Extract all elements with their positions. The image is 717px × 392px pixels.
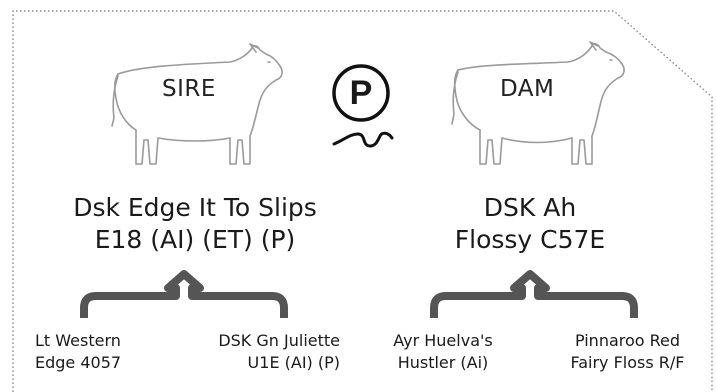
dam-parent-1-line1: Ayr Huelva's: [393, 331, 493, 350]
dam-cow-icon: [451, 41, 625, 165]
sire-parent-2-line1: DSK Gn Juliette: [218, 331, 340, 350]
sire-bracket-arrow: [80, 270, 288, 318]
sire-parent-2: DSK Gn Juliette U1E (AI) (P): [190, 330, 340, 374]
sire-parent-1-line2: Edge 4057: [35, 353, 122, 372]
sire-parent-1-line1: Lt Western: [35, 331, 121, 350]
dam-label: DAM: [500, 76, 555, 102]
polled-symbol-icon: [332, 64, 394, 148]
sire-parent-1: Lt Western Edge 4057: [35, 330, 121, 374]
dam-name-line2: Flossy C57E: [454, 225, 606, 254]
polled-letter: P: [349, 74, 373, 112]
dam-parent-2-line1: Pinnaroo Red: [574, 331, 681, 350]
dam-parent-1-line2: Hustler (Ai): [397, 353, 489, 372]
sire-cow-icon: [111, 43, 283, 165]
sire-name-line2: E18 (AI) (ET) (P): [94, 225, 296, 254]
sire-name: Dsk Edge It To Slips E18 (AI) (ET) (P): [45, 192, 345, 256]
dam-parent-1: Ayr Huelva's Hustler (Ai): [378, 330, 508, 374]
dam-parent-2-line2: Fairy Floss R/F: [570, 353, 685, 372]
dam-name-line1: DSK Ah: [483, 193, 577, 222]
sire-parent-2-line2: U1E (AI) (P): [247, 353, 340, 372]
dam-bracket-arrow: [430, 270, 638, 318]
sire-label: SIRE: [162, 76, 216, 102]
dam-name: DSK Ah Flossy C57E: [400, 192, 660, 256]
sire-name-line1: Dsk Edge It To Slips: [73, 193, 317, 222]
dam-parent-2: Pinnaroo Red Fairy Floss R/F: [545, 330, 710, 374]
